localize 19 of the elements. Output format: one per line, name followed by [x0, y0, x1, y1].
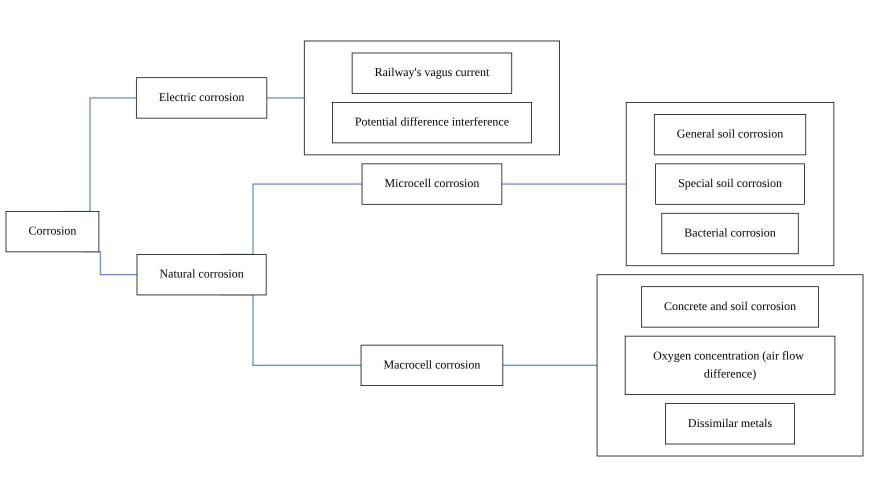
node-box: Microcell corrosion — [362, 163, 502, 205]
connector — [266, 97, 304, 98]
node-box: Electric corrosion — [136, 77, 268, 119]
node-box: Concrete and soil corrosion — [641, 286, 819, 328]
node-box: Railway's vagus current — [352, 52, 512, 94]
connector — [502, 184, 626, 185]
node-box: Potential difference interference — [332, 102, 532, 144]
node-box: Special soil corrosion — [655, 163, 805, 205]
cluster — [626, 102, 834, 266]
node-box: Dissimilar metals — [665, 403, 795, 444]
node-box: Natural corrosion — [136, 254, 267, 296]
node-box: Oxygen concentration (air flow difference) — [624, 336, 836, 395]
node-box: Macrocell corrosion — [360, 344, 504, 386]
node-box: Corrosion — [6, 211, 100, 252]
connector — [502, 364, 598, 366]
node-box: General soil corrosion — [654, 114, 806, 156]
cluster — [304, 40, 560, 156]
cluster — [596, 274, 864, 456]
node-box: Bacterial corrosion — [661, 212, 799, 254]
